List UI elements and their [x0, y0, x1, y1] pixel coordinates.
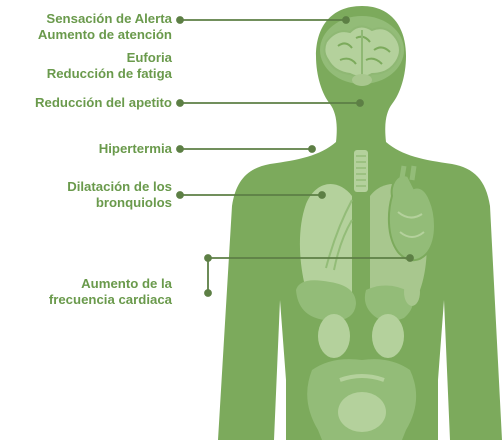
label-hyperthermia-group: Hipertermia — [99, 141, 172, 157]
label-euphoria: Euforia — [47, 50, 172, 66]
label-hyperthermia: Hipertermia — [99, 141, 172, 157]
label-euphoria-group: Euforia Reducción de fatiga — [47, 50, 172, 82]
label-bronchioles-line2: bronquiolos — [67, 195, 172, 211]
label-fatigue: Reducción de fatiga — [47, 66, 172, 82]
label-alert: Sensación de Alerta — [38, 11, 172, 27]
label-appetite: Reducción del apetito — [35, 95, 172, 111]
label-heart-rate-line2: frecuencia cardiaca — [49, 292, 172, 308]
label-attention: Aumento de atención — [38, 27, 172, 43]
label-appetite-group: Reducción del apetito — [35, 95, 172, 111]
label-alert-group: Sensación de Alerta Aumento de atención — [38, 11, 172, 43]
label-heart-rate-group: Aumento de la frecuencia cardiaca — [49, 276, 172, 308]
label-bronchioles-group: Dilatación de los bronquiolos — [67, 179, 172, 211]
trachea-icon — [354, 150, 368, 192]
label-heart-rate-line1: Aumento de la — [49, 276, 172, 292]
label-bronchioles-line1: Dilatación de los — [67, 179, 172, 195]
